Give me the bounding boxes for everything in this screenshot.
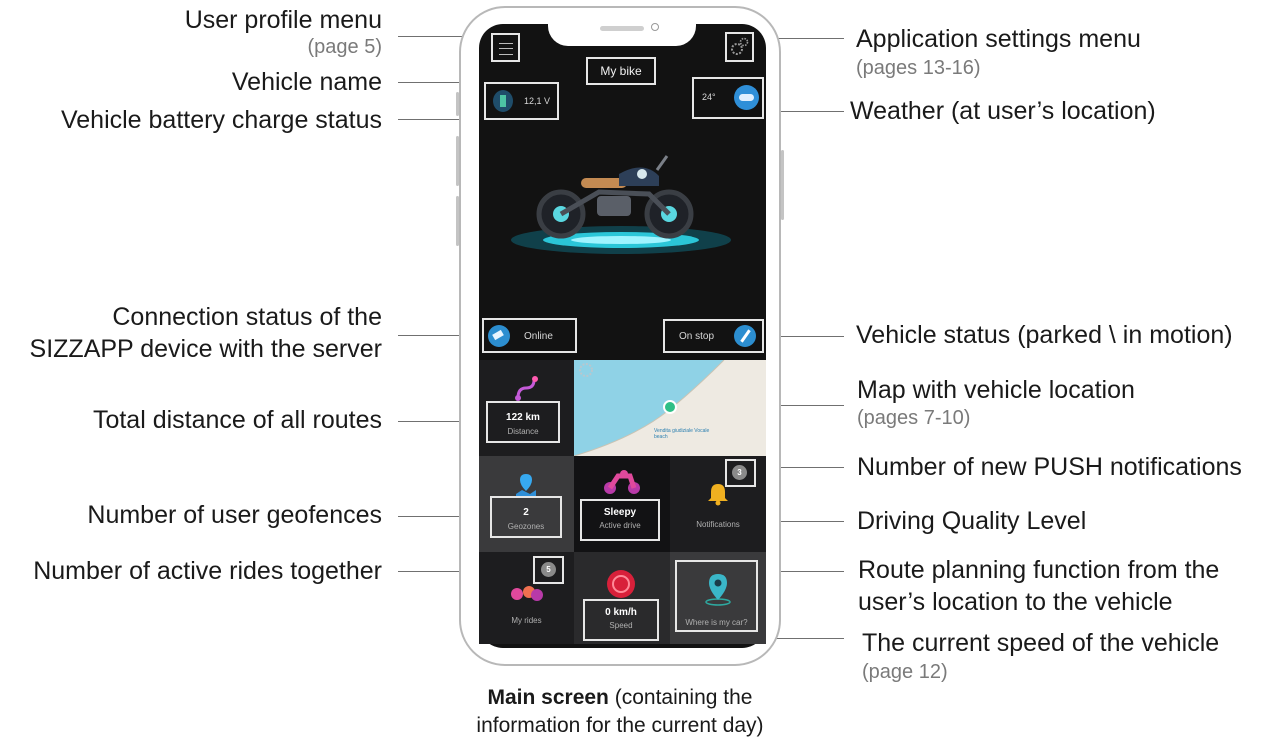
user-profile-menu-button[interactable] bbox=[491, 33, 520, 62]
caption-line2: information for the current day) bbox=[476, 714, 764, 737]
callout-connection-line2: SIZZAPP device with the server bbox=[29, 335, 382, 363]
callout-line bbox=[764, 405, 844, 406]
phone-speaker bbox=[600, 26, 644, 31]
active-drive-box[interactable]: Sleepy Active drive bbox=[580, 499, 660, 541]
push-notification-badge: 3 bbox=[732, 465, 747, 480]
where-is-my-car-box[interactable]: Where is my car? bbox=[675, 560, 758, 632]
cloud-sun-icon bbox=[734, 85, 759, 110]
battery-status-box[interactable]: 12,1 V bbox=[484, 82, 559, 120]
key-icon bbox=[734, 325, 756, 347]
callout-line bbox=[764, 111, 844, 112]
distance-label: Distance bbox=[507, 427, 539, 436]
callout-settings-page: (pages 13-16) bbox=[856, 57, 981, 79]
battery-icon bbox=[493, 90, 513, 112]
callout-map-page: (pages 7-10) bbox=[857, 407, 971, 429]
vehicle-state: On stop bbox=[679, 331, 715, 342]
callout-active-rides-title: Number of active rides together bbox=[33, 557, 382, 585]
speedometer-icon bbox=[607, 570, 635, 598]
speed-value: 0 km/h bbox=[605, 607, 637, 618]
callout-settings-title: Application settings menu bbox=[856, 25, 1141, 53]
callout-vehicle-status-title: Vehicle status (parked \ in motion) bbox=[856, 321, 1233, 349]
vehicle-name: My bike bbox=[600, 64, 642, 78]
callout-line bbox=[764, 336, 844, 337]
my-rides-tile[interactable]: My rides bbox=[479, 552, 574, 644]
caption: Main screen (containing the information … bbox=[440, 684, 800, 740]
push-badge-box: 3 bbox=[725, 459, 756, 487]
group-ride-icon bbox=[511, 586, 543, 601]
satellite-icon bbox=[488, 325, 510, 347]
callout-line bbox=[758, 571, 844, 572]
caption-bold: Main screen bbox=[487, 686, 609, 709]
callout-line bbox=[398, 516, 490, 517]
hamburger-icon bbox=[499, 43, 513, 55]
distance-box[interactable]: 122 km Distance bbox=[486, 401, 560, 443]
callout-vehicle-name-title: Vehicle name bbox=[231, 68, 382, 96]
callout-current-speed-title: The current speed of the vehicle bbox=[862, 629, 1220, 657]
temperature: 24° bbox=[702, 92, 716, 102]
location-pin-icon bbox=[705, 574, 731, 606]
active-drive-value: Sleepy bbox=[603, 507, 637, 518]
callout-line bbox=[398, 36, 490, 37]
bell-icon bbox=[708, 484, 728, 506]
callout-current-speed-page: (page 12) bbox=[862, 661, 948, 683]
callout-user-profile-page: (page 5) bbox=[307, 36, 383, 58]
notifications-label: Notifications bbox=[696, 520, 740, 529]
callout-line bbox=[398, 335, 482, 336]
caption-rest: (containing the bbox=[608, 686, 753, 709]
geozones-label: Geozones bbox=[507, 522, 545, 531]
callout-connection-line1: Connection status of the bbox=[112, 303, 382, 331]
distance-value: 122 km bbox=[506, 412, 540, 423]
weather-box[interactable]: 24° bbox=[692, 77, 764, 119]
callout-line bbox=[398, 119, 484, 120]
geozones-box[interactable]: 2 Geozones bbox=[490, 496, 562, 538]
callout-line bbox=[756, 467, 844, 468]
callout-total-distance-title: Total distance of all routes bbox=[92, 406, 382, 434]
callout-line bbox=[398, 421, 486, 422]
map-place-label: Vendita giudiziale Vocale beach bbox=[654, 428, 710, 440]
settings-menu-button[interactable] bbox=[725, 32, 754, 62]
speed-box[interactable]: 0 km/h Speed bbox=[583, 599, 659, 641]
active-drive-label: Active drive bbox=[599, 521, 641, 530]
callout-route-planning-line1: Route planning function from the bbox=[858, 556, 1220, 584]
route-icon bbox=[515, 376, 538, 401]
vehicle-name-box[interactable]: My bike bbox=[586, 57, 656, 85]
phone-side-button bbox=[456, 196, 459, 246]
phone-side-button bbox=[456, 92, 459, 116]
callout-geofences-title: Number of user geofences bbox=[87, 501, 382, 529]
speed-label: Speed bbox=[609, 621, 633, 630]
phone-side-button bbox=[456, 136, 459, 186]
connection-status-box[interactable]: Online bbox=[482, 318, 577, 353]
motorcycle-icon bbox=[604, 470, 640, 494]
battery-voltage: 12,1 V bbox=[524, 96, 551, 106]
active-rides-badge: 5 bbox=[541, 562, 556, 577]
callout-driving-quality-title: Driving Quality Level bbox=[857, 507, 1087, 535]
connection-status: Online bbox=[524, 331, 553, 342]
gear-icon bbox=[731, 37, 749, 55]
callout-map-title: Map with vehicle location bbox=[857, 376, 1135, 404]
vehicle-status-box[interactable]: On stop bbox=[663, 319, 764, 353]
callout-push-title: Number of new PUSH notifications bbox=[857, 453, 1242, 481]
where-is-my-car-label: Where is my car? bbox=[685, 618, 748, 627]
map-tile[interactable]: Vendita giudiziale Vocale beach bbox=[574, 360, 766, 456]
callout-route-planning-line2: user’s location to the vehicle bbox=[858, 588, 1173, 616]
phone-camera bbox=[651, 23, 659, 31]
geozones-value: 2 bbox=[523, 507, 529, 518]
motorcycle-image bbox=[511, 155, 731, 254]
notifications-tile[interactable]: Notifications bbox=[670, 456, 766, 552]
callout-user-profile-title: User profile menu bbox=[184, 6, 382, 34]
callout-battery-title: Vehicle battery charge status bbox=[60, 106, 382, 134]
active-rides-badge-box: 5 bbox=[533, 556, 564, 584]
callout-line bbox=[752, 38, 844, 39]
my-rides-label: My rides bbox=[511, 616, 542, 625]
callout-weather-title: Weather (at user’s location) bbox=[850, 97, 1156, 125]
phone-side-button bbox=[781, 150, 784, 220]
location-marker-icon bbox=[663, 400, 677, 414]
